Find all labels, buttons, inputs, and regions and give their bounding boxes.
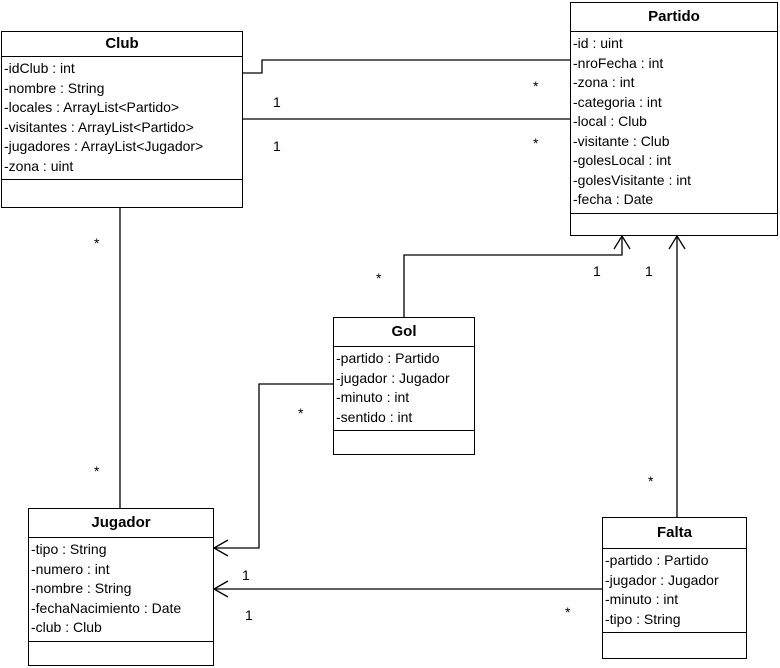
multiplicity-label: * (648, 473, 654, 489)
arrowhead-falta-jugador (212, 580, 229, 598)
attribute: -categoria : int (573, 93, 662, 110)
attribute: -zona : int (573, 74, 635, 90)
attribute: -golesLocal : int (573, 152, 672, 168)
attribute: -fechaNacimiento : Date (31, 599, 182, 616)
class-gol-name: Gol (334, 318, 474, 347)
association-club-partido-local (242, 59, 571, 74)
multiplicity-label: 1 (645, 263, 653, 279)
multiplicity-label: * (376, 270, 382, 286)
attribute: -numero : int (31, 560, 110, 577)
class-falta-attributes: -partido : Partido -jugador : Jugador -m… (603, 549, 746, 633)
class-falta-name: Falta (603, 518, 746, 549)
class-club-name: Club (2, 32, 242, 57)
attribute: -visitante : Club (573, 132, 670, 149)
attribute: -jugador : Jugador (605, 571, 719, 588)
multiplicity-label: 1 (245, 607, 253, 623)
attribute: -visitantes : ArrayList<Partido> (4, 118, 194, 135)
attribute: -sentido : int (336, 408, 413, 425)
attribute: -partido : Partido (605, 552, 709, 568)
arrowhead-gol-jugador (212, 539, 229, 557)
class-gol: Gol -partido : Partido -jugador : Jugado… (333, 317, 475, 455)
multiplicity-label: * (94, 463, 100, 479)
attribute: -tipo : String (31, 541, 107, 557)
multiplicity-label: 1 (593, 263, 601, 279)
attribute: -minuto : int (605, 591, 679, 607)
multiplicity-label: 1 (273, 138, 281, 154)
attribute: -nombre : String (4, 79, 105, 96)
attribute: -tipo : String (605, 610, 681, 627)
attribute: -jugador : Jugador (336, 369, 450, 386)
arrowhead-falta-partido (668, 234, 686, 250)
class-club-attributes: -idClub : int -nombre : String -locales … (2, 57, 242, 180)
class-gol-attributes: -partido : Partido -jugador : Jugador -m… (334, 347, 474, 431)
class-partido: Partido -id : uint -nroFecha : int -zona… (570, 2, 778, 236)
attribute: -local : Club (573, 113, 647, 129)
attribute: -golesVisitante : int (573, 171, 692, 188)
attribute: -partido : Partido (336, 350, 440, 366)
attribute: -minuto : int (336, 389, 410, 405)
attribute: -fecha : Date (573, 191, 654, 207)
association-gol-jugador (214, 383, 334, 549)
attribute: -zona : uint (4, 157, 74, 174)
attribute: -locales : ArrayList<Partido> (4, 99, 180, 115)
class-jugador-name: Jugador (29, 509, 213, 538)
class-jugador: Jugador -tipo : String -numero : int -no… (28, 508, 214, 666)
attribute: -id : uint (573, 35, 623, 51)
attribute: -jugadores : ArrayList<Jugador> (4, 138, 204, 154)
multiplicity-label: 1 (273, 94, 281, 110)
attribute: -nroFecha : int (573, 54, 664, 71)
arrowhead-gol-partido (613, 234, 631, 250)
class-partido-name: Partido (571, 3, 777, 32)
multiplicity-label: * (94, 235, 100, 251)
association-gol-partido (403, 236, 623, 318)
attribute: -club : Club (31, 619, 102, 635)
class-jugador-attributes: -tipo : String -numero : int -nombre : S… (29, 538, 213, 642)
attribute: -nombre : String (31, 580, 132, 596)
multiplicity-label: * (533, 78, 539, 94)
attribute: -idClub : int (4, 60, 75, 76)
multiplicity-label: 1 (242, 567, 250, 583)
class-falta: Falta -partido : Partido -jugador : Juga… (602, 517, 747, 659)
multiplicity-label: * (298, 405, 304, 421)
multiplicity-label: * (533, 135, 539, 151)
multiplicity-label: * (565, 604, 571, 620)
class-club: Club -idClub : int -nombre : String -loc… (1, 31, 243, 208)
class-partido-attributes: -id : uint -nroFecha : int -zona : int -… (571, 32, 777, 214)
